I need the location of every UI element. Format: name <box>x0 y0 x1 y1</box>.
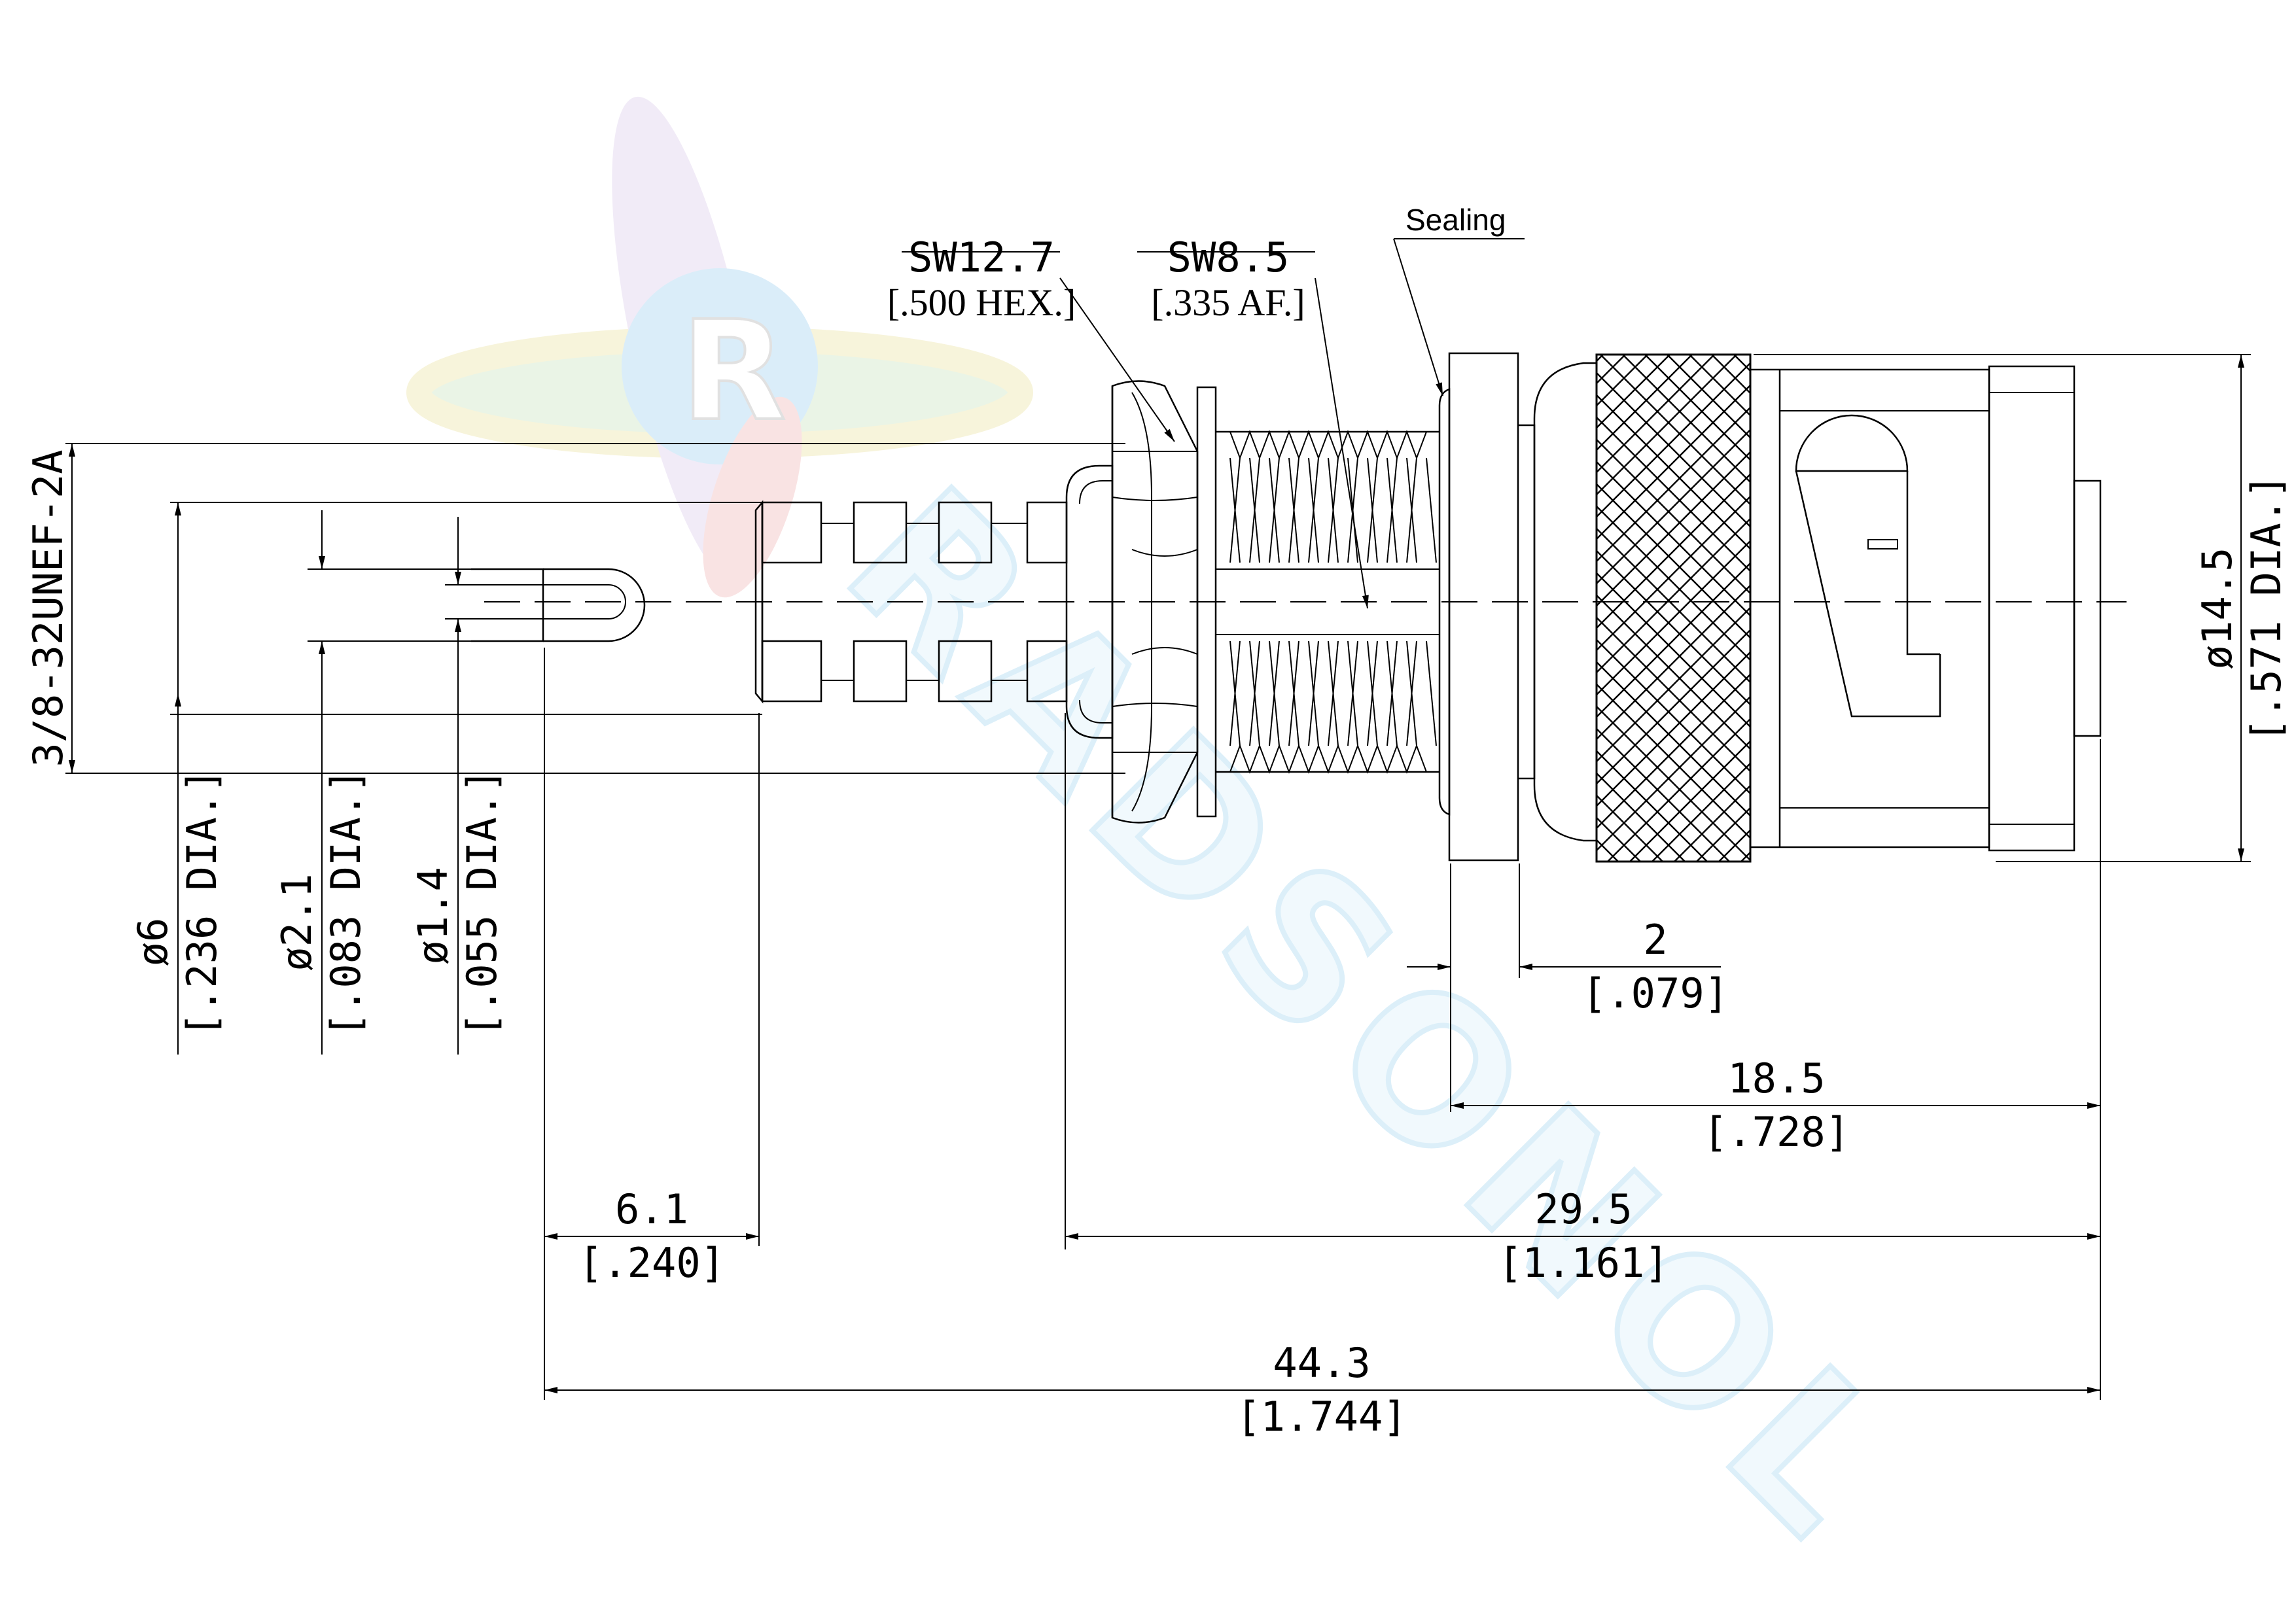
watermark-logo: R <box>406 96 1033 598</box>
lock-washer <box>1196 386 1217 818</box>
threaded-section <box>1216 430 1439 774</box>
sw-af-inch-label: [.335 AF.] <box>1151 281 1305 324</box>
callout-labels: SW12.7 [.500 HEX.] SW8.5 [.335 AF.] Seal… <box>887 203 1506 324</box>
dia-1-4-label: ø1.4 <box>409 867 457 964</box>
dimension-labels: 3/8-32UNEF-2A ø6 [.236 DIA.] ø2.1 [.083 … <box>24 449 2290 1440</box>
sealing-label: Sealing <box>1405 203 1506 237</box>
sw-af-label: SW8.5 <box>1167 234 1290 281</box>
length-44-3-label: 44.3 <box>1273 1339 1370 1387</box>
dia-14-5-label: ø14.5 <box>2193 548 2241 670</box>
length-29-5-label: 29.5 <box>1534 1185 1632 1233</box>
length-44-3-inch-label: [1.744] <box>1236 1393 1407 1440</box>
dia-2-1-label: ø2.1 <box>273 873 321 971</box>
width-2-label: 2 <box>1643 916 1667 964</box>
knurled-nut <box>1595 353 1752 863</box>
rear-housing <box>1750 365 2102 852</box>
solder-cup <box>1795 414 1941 718</box>
contact-fingers <box>761 501 1068 703</box>
dia-14-5-inch-label: [.571 DIA.] <box>2242 474 2290 743</box>
connector-body <box>471 352 2127 863</box>
length-6-1-label: 6.1 <box>615 1185 688 1233</box>
dimension-lines <box>65 238 2251 1400</box>
dia-6-label: ø6 <box>129 918 177 967</box>
sw-hex-label: SW12.7 <box>908 234 1055 281</box>
dia-6-inch-label: [.236 DIA.] <box>178 769 226 1038</box>
sw-hex-inch-label: [.500 HEX.] <box>887 281 1076 324</box>
dia-1-4-inch-label: [.055 DIA.] <box>458 769 506 1038</box>
flange <box>1448 352 1519 862</box>
center-pin <box>471 568 544 642</box>
length-18-5-label: 18.5 <box>1727 1055 1825 1102</box>
pin-tip <box>543 568 646 642</box>
dia-2-1-inch-label: [.083 DIA.] <box>322 769 370 1038</box>
length-6-1-inch-label: [.240] <box>578 1239 725 1287</box>
length-18-5-inch-label: [.728] <box>1703 1108 1850 1156</box>
thread-spec-label: 3/8-32UNEF-2A <box>24 449 72 767</box>
length-29-5-inch-label: [1.161] <box>1498 1239 1669 1287</box>
watermark-logo-letter: R <box>680 291 786 451</box>
width-2-inch-label: [.079] <box>1582 969 1729 1017</box>
